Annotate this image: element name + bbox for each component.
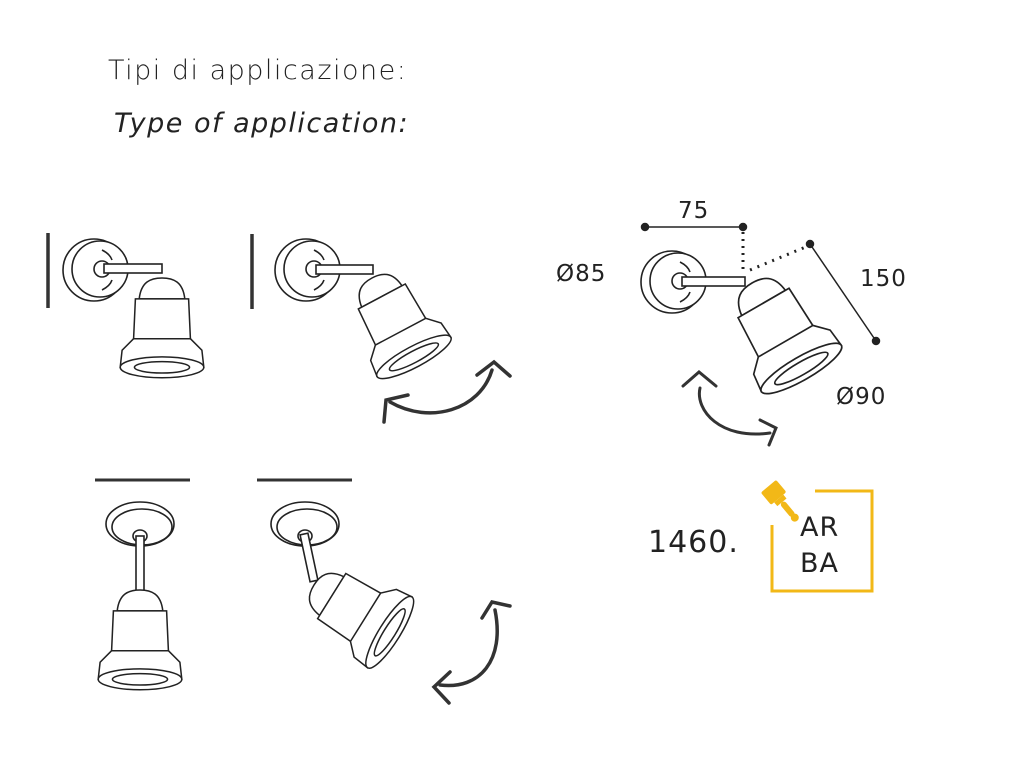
shade-length-label: 150 xyxy=(860,266,907,292)
ceiling-lamp-straight xyxy=(95,478,190,691)
finish-line-1: AR xyxy=(800,512,840,543)
dimension-lines xyxy=(640,222,881,346)
title-english: Type of application: xyxy=(114,108,410,139)
rotate-arrow-icon xyxy=(382,359,512,424)
ceiling-lamp-tilted xyxy=(257,478,512,705)
rotate-arrow-icon xyxy=(681,370,778,447)
wall-lamp-straight xyxy=(46,233,205,379)
finish-badge xyxy=(761,480,874,593)
base-diameter-label: Ø85 xyxy=(556,261,607,287)
dimensioned-lamp xyxy=(640,222,881,447)
finish-line-2: BA xyxy=(800,548,839,579)
arm-length-label: 75 xyxy=(678,198,710,224)
product-code: 1460. xyxy=(648,525,739,560)
wall-lamp-tilted xyxy=(250,234,512,424)
rotate-arrow-icon xyxy=(431,600,512,705)
finish-code: AR BA xyxy=(800,510,839,582)
paintbrush-icon xyxy=(761,480,799,522)
shade-diameter-label: Ø90 xyxy=(836,384,887,410)
title-italian: Tipi di applicazione: xyxy=(108,55,408,86)
